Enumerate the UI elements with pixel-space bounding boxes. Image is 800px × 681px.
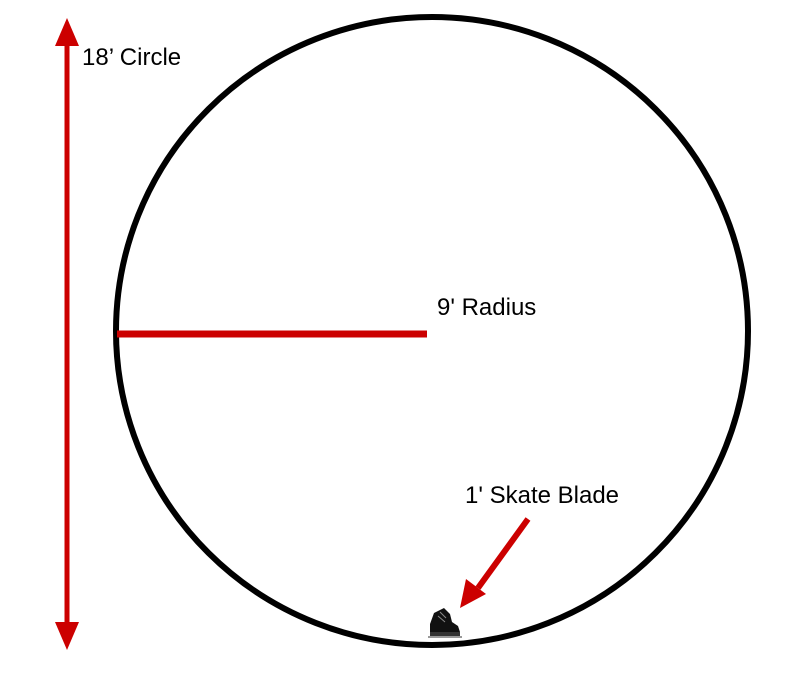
skate-label: 1' Skate Blade xyxy=(465,482,619,509)
skate-pointer-shaft xyxy=(475,517,531,590)
radius-label: 9' Radius xyxy=(437,294,536,321)
circle-outline xyxy=(113,14,751,648)
skate-boot xyxy=(430,608,460,632)
skate-icon xyxy=(428,608,462,638)
diameter-arrow xyxy=(55,18,79,650)
skate-pointer-arrow xyxy=(460,517,531,608)
diameter-arrow-head-top xyxy=(55,18,79,46)
skate-pointer-head xyxy=(460,579,486,608)
skate-holder xyxy=(430,632,460,636)
skate-blade xyxy=(428,636,462,638)
skate-laces xyxy=(437,611,447,623)
diameter-label: 18’ Circle xyxy=(82,44,181,71)
diameter-arrow-head-bottom xyxy=(55,622,79,650)
